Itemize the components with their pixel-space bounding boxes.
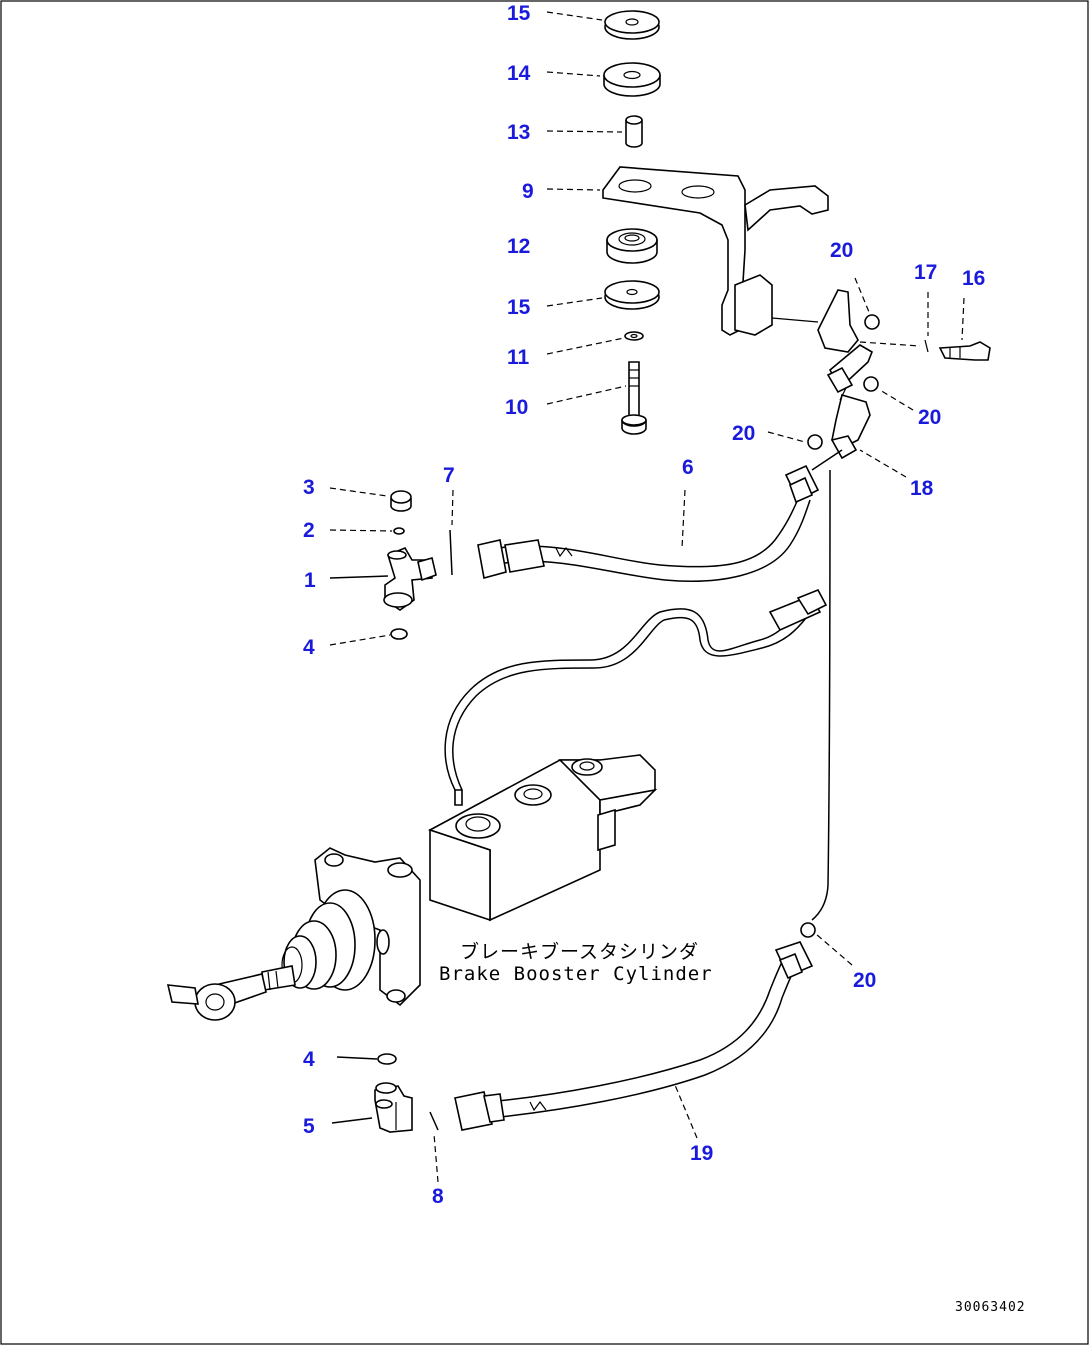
o-ring-20-b	[863, 376, 879, 392]
caption-english: Brake Booster Cylinder	[439, 963, 713, 985]
callout-20-right: 20	[918, 406, 941, 429]
callout-12: 12	[507, 235, 530, 258]
bracket-9	[602, 166, 829, 336]
callout-15-lower: 15	[507, 296, 531, 319]
elbow-fitting-1	[383, 546, 437, 611]
o-ring-4-upper	[390, 628, 408, 640]
brake-booster-cylinder	[166, 754, 658, 1021]
callout-19: 19	[690, 1142, 713, 1165]
callout-20-left: 20	[732, 422, 755, 445]
callout-10: 10	[505, 396, 528, 419]
callout-14: 14	[507, 62, 531, 85]
callout-18: 18	[910, 477, 934, 500]
wire-harness	[444, 588, 828, 791]
callout-3: 3	[303, 476, 315, 499]
drawing-id: 30063402	[955, 1300, 1026, 1315]
washer-15-lower	[604, 280, 660, 310]
washer-11	[624, 331, 644, 341]
callout-7: 7	[443, 464, 455, 487]
washer-15-top	[604, 10, 660, 40]
callout-4-upper: 4	[303, 636, 315, 659]
pin-7	[449, 529, 453, 576]
cap-3	[390, 490, 412, 512]
bolt-10	[621, 361, 647, 435]
callout-20-bottom: 20	[853, 969, 876, 992]
caption-japanese: ブレーキブースタシリンダ	[460, 940, 699, 963]
callout-2: 2	[303, 519, 315, 542]
o-ring-20-a	[864, 314, 880, 330]
bushing-13	[625, 115, 643, 148]
o-ring-20-c	[807, 434, 823, 450]
mount-12	[606, 228, 658, 264]
brake-tube	[811, 469, 831, 921]
o-ring-20-d	[800, 922, 816, 938]
pin-8	[429, 1111, 439, 1131]
callout-11: 11	[507, 346, 530, 369]
callout-5: 5	[303, 1115, 315, 1138]
hose-6	[477, 449, 843, 582]
callout-6: 6	[682, 456, 694, 479]
callout-13: 13	[507, 121, 530, 144]
tee-fitting-18	[826, 344, 873, 460]
callout-16: 16	[962, 267, 985, 290]
hose-19	[454, 941, 814, 1131]
leader-lines	[329, 11, 965, 1183]
washer-2	[393, 527, 405, 535]
callout-labels: 15 14 13 9 12 15 11 10 20 17 16 20 20 18…	[303, 2, 985, 1208]
callout-9: 9	[522, 180, 534, 203]
callout-15-top: 15	[507, 2, 531, 25]
mount-14	[603, 62, 661, 97]
o-ring-4-lower	[377, 1053, 397, 1065]
callout-20-top: 20	[830, 239, 853, 262]
callout-4-lower: 4	[303, 1048, 315, 1071]
callout-1: 1	[304, 569, 316, 592]
callout-8: 8	[432, 1185, 444, 1208]
callout-17: 17	[914, 261, 937, 284]
elbow-fitting-5	[374, 1082, 413, 1133]
clevis-assembly	[771, 289, 991, 361]
